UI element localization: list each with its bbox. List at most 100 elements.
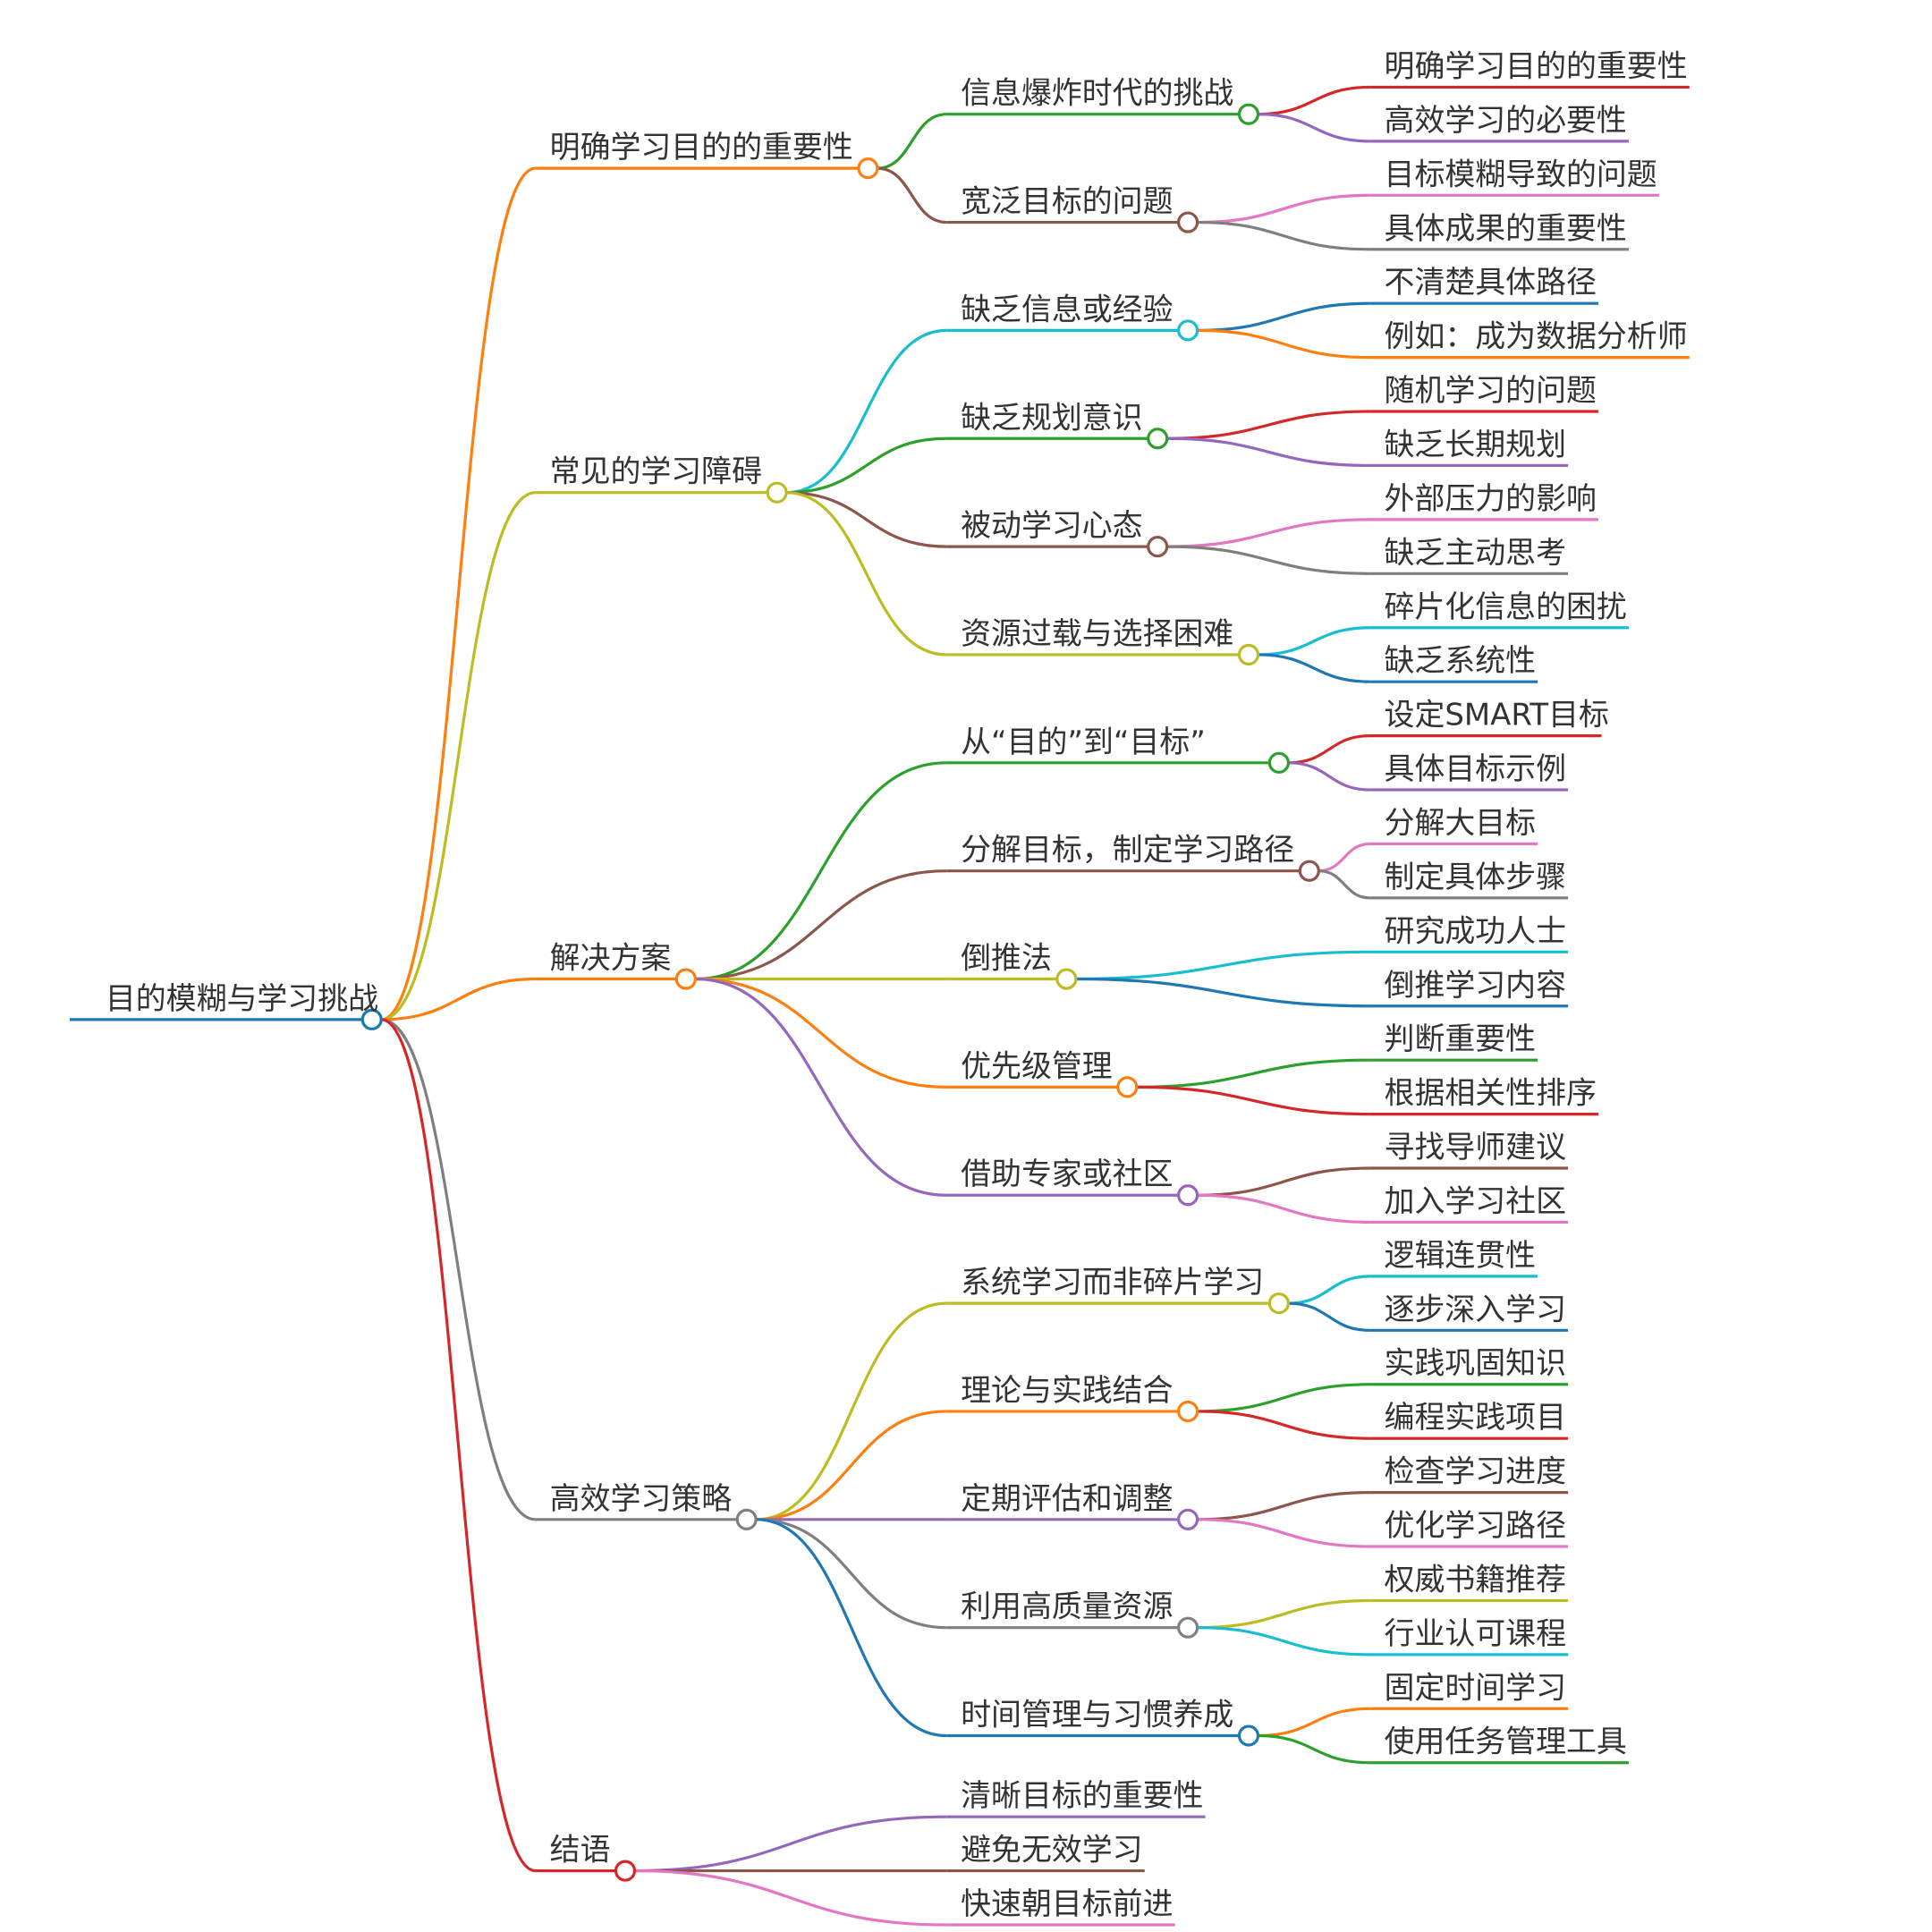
collapse-toggle-icon[interactable] xyxy=(1177,1508,1199,1530)
leaf-topic[interactable]: 快速朝目标前进 xyxy=(961,1886,1173,1921)
leaf-topic[interactable]: 检查学习进度 xyxy=(1385,1454,1566,1489)
branch-topic[interactable]: 资源过载与选择困难 xyxy=(961,616,1233,651)
leaf-topic[interactable]: 逻辑连贯性 xyxy=(1385,1238,1537,1273)
leaf-topic[interactable]: 避免无效学习 xyxy=(961,1833,1142,1868)
leaf-topic[interactable]: 设定SMART目标 xyxy=(1385,698,1609,733)
branch-link xyxy=(1197,193,1370,225)
leaf-topic[interactable]: 制定具体步骤 xyxy=(1385,860,1566,894)
collapse-toggle-icon[interactable] xyxy=(1237,643,1260,666)
branch-link xyxy=(380,1018,536,1873)
branch-topic[interactable]: 解决方案 xyxy=(550,941,672,976)
branch-link xyxy=(381,1018,536,1521)
collapse-toggle-icon[interactable] xyxy=(1177,319,1199,342)
collapse-toggle-icon[interactable] xyxy=(1055,968,1078,990)
leaf-topic[interactable]: 随机学习的问题 xyxy=(1385,373,1597,408)
leaf-topic[interactable]: 具体目标示例 xyxy=(1385,751,1566,786)
leaf-topic[interactable]: 缺乏长期规划 xyxy=(1385,427,1566,462)
leaf-topic[interactable]: 判断重要性 xyxy=(1385,1021,1537,1056)
leaf-topic[interactable]: 实践巩固知识 xyxy=(1385,1346,1566,1381)
collapse-toggle-icon[interactable] xyxy=(1298,860,1320,882)
branch-link xyxy=(695,977,947,1197)
branch-link xyxy=(1075,950,1370,981)
branch-link xyxy=(1197,1598,1370,1630)
leaf-topic[interactable]: 加入学习社区 xyxy=(1385,1183,1566,1218)
mind-map-links xyxy=(380,85,1370,1927)
branch-link xyxy=(1258,1707,1370,1738)
root-topic[interactable]: 目的模糊与学习挑战 xyxy=(106,981,378,1016)
collapse-toggle-icon[interactable] xyxy=(674,968,697,990)
branch-topic[interactable]: 定期评估和调整 xyxy=(961,1481,1173,1516)
branch-link xyxy=(1136,1085,1370,1116)
collapse-toggle-icon[interactable] xyxy=(1177,211,1199,233)
branch-link xyxy=(695,761,947,981)
branch-topic[interactable]: 被动学习心态 xyxy=(961,508,1142,543)
branch-link xyxy=(786,491,947,657)
branch-topic[interactable]: 理论与实践结合 xyxy=(961,1373,1173,1408)
branch-link xyxy=(634,1868,947,1927)
branch-topic[interactable]: 从“目的”到“目标” xyxy=(961,724,1206,759)
collapse-toggle-icon[interactable] xyxy=(857,157,879,180)
leaf-topic[interactable]: 使用任务管理工具 xyxy=(1385,1724,1627,1759)
branch-topic[interactable]: 借助专家或社区 xyxy=(961,1157,1173,1191)
leaf-topic[interactable]: 缺乏系统性 xyxy=(1385,643,1537,678)
collapse-toggle-icon[interactable] xyxy=(1237,103,1260,125)
branch-topic[interactable]: 系统学习而非碎片学习 xyxy=(961,1265,1264,1300)
branch-topic[interactable]: 高效学习策略 xyxy=(550,1481,733,1516)
collapse-toggle-icon[interactable] xyxy=(614,1860,637,1882)
leaf-topic[interactable]: 逐步深入学习 xyxy=(1385,1292,1566,1326)
collapse-toggle-icon[interactable] xyxy=(1237,1724,1260,1747)
branch-link xyxy=(695,869,947,981)
leaf-topic[interactable]: 例如：成为数据分析师 xyxy=(1385,319,1688,354)
branch-topic[interactable]: 倒推法 xyxy=(961,941,1052,976)
leaf-topic[interactable]: 碎片化信息的困扰 xyxy=(1385,589,1627,624)
branch-link xyxy=(786,436,947,495)
leaf-topic[interactable]: 寻找导师建议 xyxy=(1385,1130,1567,1165)
branch-link xyxy=(1197,1193,1370,1224)
collapse-toggle-icon[interactable] xyxy=(1267,751,1290,774)
leaf-topic[interactable]: 不清楚具体路径 xyxy=(1385,265,1597,300)
leaf-topic[interactable]: 分解大目标 xyxy=(1385,805,1537,840)
branch-topic[interactable]: 宽泛目标的问题 xyxy=(961,184,1173,219)
leaf-topic[interactable]: 高效学习的必要性 xyxy=(1385,103,1627,138)
branch-link xyxy=(1197,220,1370,251)
leaf-topic[interactable]: 固定时间学习 xyxy=(1385,1670,1566,1705)
collapse-toggle-icon[interactable] xyxy=(735,1508,758,1530)
collapse-toggle-icon[interactable] xyxy=(1147,428,1169,450)
branch-topic[interactable]: 缺乏信息或经验 xyxy=(961,292,1173,326)
leaf-topic[interactable]: 明确学习目的的重要性 xyxy=(1385,48,1688,83)
leaf-topic[interactable]: 优化学习路径 xyxy=(1385,1508,1566,1543)
branch-topic[interactable]: 利用高质量资源 xyxy=(961,1589,1173,1624)
branch-topic[interactable]: 优先级管理 xyxy=(961,1048,1113,1083)
branch-topic[interactable]: 常见的学习障碍 xyxy=(550,454,762,489)
leaf-topic[interactable]: 行业认可课程 xyxy=(1385,1616,1566,1651)
branch-topic[interactable]: 分解目标，制定学习路径 xyxy=(961,833,1294,868)
leaf-topic[interactable]: 研究成功人士 xyxy=(1385,913,1566,948)
leaf-topic[interactable]: 缺乏主动思考 xyxy=(1385,535,1566,570)
collapse-toggle-icon[interactable] xyxy=(766,481,788,504)
branch-link xyxy=(1136,1058,1370,1089)
branch-link xyxy=(1166,436,1370,468)
branch-topic[interactable]: 信息爆炸时代的挑战 xyxy=(961,76,1233,111)
collapse-toggle-icon[interactable] xyxy=(1177,1616,1199,1639)
collapse-toggle-icon[interactable] xyxy=(1147,536,1169,558)
leaf-topic[interactable]: 清晰目标的重要性 xyxy=(961,1778,1203,1813)
branch-topic[interactable]: 缺乏规划意识 xyxy=(961,400,1142,435)
leaf-topic[interactable]: 编程实践项目 xyxy=(1385,1400,1566,1435)
collapse-toggle-icon[interactable] xyxy=(1116,1076,1139,1098)
branch-link xyxy=(1197,1518,1370,1548)
branch-topic[interactable]: 明确学习目的的重要性 xyxy=(550,130,853,165)
leaf-topic[interactable]: 具体成果的重要性 xyxy=(1385,211,1627,246)
collapse-toggle-icon[interactable] xyxy=(1177,1400,1199,1423)
collapse-toggle-icon[interactable] xyxy=(1267,1292,1290,1315)
collapse-toggle-icon[interactable] xyxy=(1177,1184,1199,1207)
collapse-toggle-icon[interactable] xyxy=(360,1008,383,1030)
branch-topic[interactable]: 时间管理与习惯养成 xyxy=(961,1698,1233,1733)
leaf-topic[interactable]: 根据相关性排序 xyxy=(1385,1076,1597,1111)
branch-link xyxy=(695,977,947,1089)
leaf-topic[interactable]: 目标模糊导致的问题 xyxy=(1385,157,1657,191)
leaf-topic[interactable]: 外部压力的影响 xyxy=(1385,481,1597,516)
branch-link xyxy=(1166,410,1370,440)
branch-topic[interactable]: 结语 xyxy=(550,1833,611,1868)
leaf-topic[interactable]: 倒推学习内容 xyxy=(1385,968,1566,1003)
leaf-topic[interactable]: 权威书籍推荐 xyxy=(1385,1562,1566,1597)
